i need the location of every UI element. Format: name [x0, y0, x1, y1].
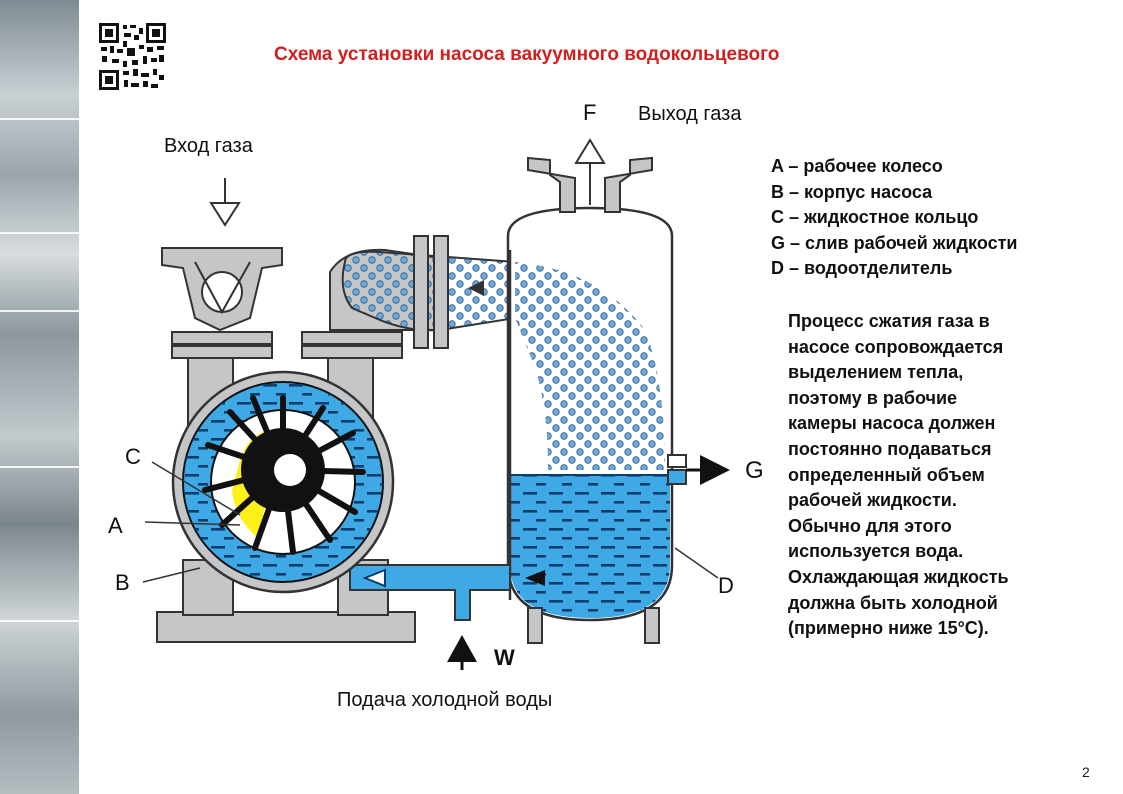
legend-item: G – слив рабочей жидкости [771, 232, 1018, 253]
page-number: 2 [1082, 764, 1090, 780]
drain-arrow [700, 455, 730, 485]
description-line: Обычно для этого [788, 515, 952, 536]
page-title: Схема установки насоса вакуумного водоко… [274, 44, 780, 65]
description-line: используется вода. [788, 541, 964, 562]
description-line: определенный объем [788, 464, 985, 485]
qr-code-icon [99, 23, 166, 90]
pump-diagram [142, 138, 730, 670]
discharge-duct [341, 250, 519, 332]
label-A: A [108, 513, 123, 538]
description-line: выделением тепла, [788, 362, 964, 383]
legend-item: C – жидкостное кольцо [771, 207, 979, 227]
legend: A – рабочее колесо B – корпус насоса C –… [771, 154, 1017, 282]
water-supply-label: Подача холодной воды [337, 689, 553, 711]
description-line: Охлаждающая жидкость [788, 566, 1009, 587]
label-W: W [494, 645, 515, 670]
decorative-photo-strip [0, 0, 79, 794]
label-C: C [125, 444, 141, 469]
gas-out-label: Выход газа [638, 103, 742, 125]
legend-item: A – рабочее колесо [771, 156, 943, 176]
description-line: (примерно ниже 15°С). [788, 618, 989, 639]
legend-item: B – корпус насоса [771, 181, 933, 202]
description-line: камеры насоса должен [788, 413, 996, 434]
description-line: рабочей жидкости. [788, 490, 957, 511]
label-F: F [583, 100, 597, 125]
label-D: D [718, 573, 734, 598]
description-line: насосе сопровождается [788, 336, 1004, 357]
gas-in-label: Вход газа [164, 135, 253, 157]
description-line: Процесс сжатия газа в [788, 311, 990, 331]
label-B: B [115, 570, 130, 595]
description-line: должна быть холодной [788, 592, 998, 613]
inlet-flange [171, 331, 273, 345]
base-plate [156, 611, 416, 643]
water-pipe [349, 564, 511, 621]
description-text: Процесс сжатия газа в насосе сопровождае… [788, 309, 1009, 642]
bubble-plume [515, 262, 665, 470]
water-inlet-arrow [447, 635, 477, 662]
description-line: поэтому в рабочие [788, 387, 958, 408]
legend-item: D – водоотделитель [771, 258, 953, 278]
gas-in-arrow [209, 178, 241, 227]
gas-out-arrow [574, 138, 606, 205]
label-G: G [745, 457, 764, 484]
description-line: постоянно подаваться [788, 438, 992, 459]
